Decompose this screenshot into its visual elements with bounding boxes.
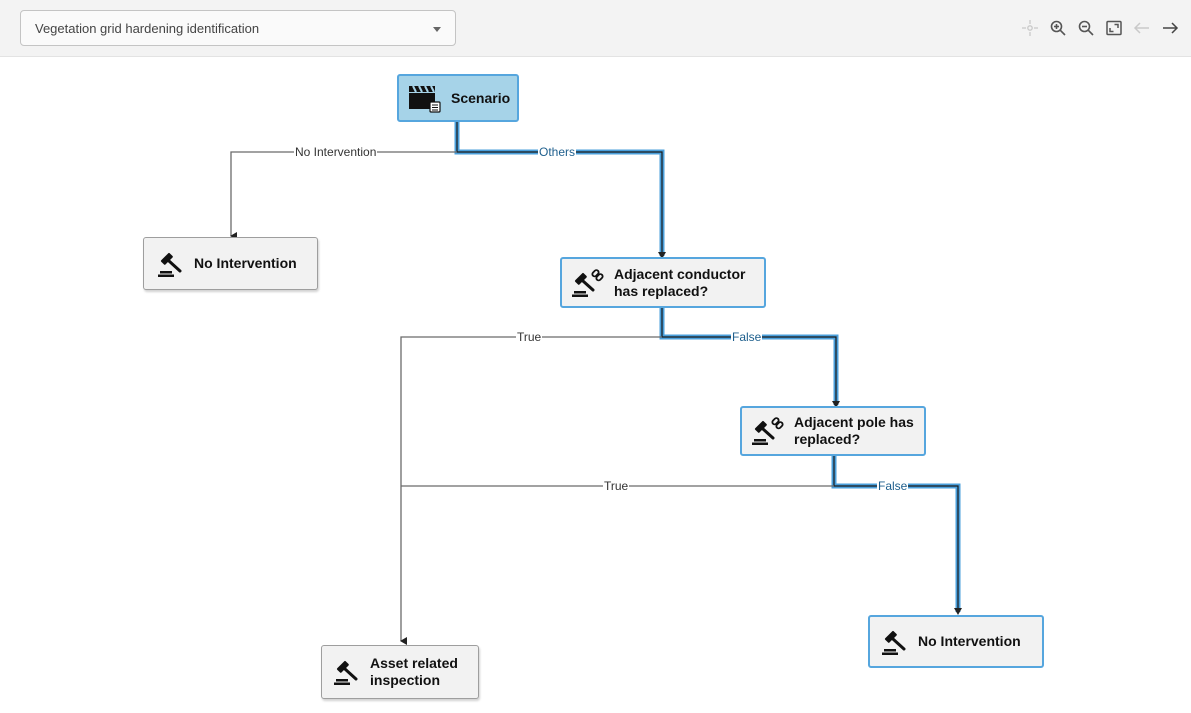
gavel-link-icon [752,417,784,445]
edge-label-true-2: True [603,479,630,493]
gavel-icon [882,629,908,655]
node-adjacent-pole-label: Adjacent pole has replaced? [794,414,914,447]
node-adjacent-conductor[interactable]: Adjacent conductor has replaced? [560,257,766,308]
node-no-intervention-right-label: No Intervention [918,633,1021,649]
back-arrow-icon[interactable] [1129,14,1155,42]
edge-label-others: Others [538,145,577,159]
node-asset-inspection[interactable]: Asset related inspection [321,645,479,699]
node-no-intervention-right[interactable]: No Intervention [868,615,1044,668]
edge-label-false-1: False [731,330,763,344]
zoom-in-icon[interactable] [1045,14,1071,42]
zoom-out-icon[interactable] [1073,14,1099,42]
gavel-link-icon [572,268,604,297]
edge-label-no-intervention: No Intervention [294,145,378,159]
edge-label-true-1: True [516,330,543,344]
scenario-select[interactable]: Vegetation grid hardening identification [20,10,456,46]
edge-label-false-2: False [877,479,909,493]
node-scenario[interactable]: Scenario [397,74,519,122]
node-asset-inspection-label: Asset related inspection [370,655,458,688]
node-no-intervention-left-label: No Intervention [194,255,297,271]
center-icon[interactable] [1017,14,1043,42]
gavel-icon [334,659,360,685]
view-controls [1017,14,1183,42]
node-adjacent-pole[interactable]: Adjacent pole has replaced? [740,406,926,456]
toolbar: Vegetation grid hardening identification [0,0,1191,57]
forward-arrow-icon[interactable] [1157,14,1183,42]
scenario-select-value: Vegetation grid hardening identification [35,21,260,36]
node-adjacent-conductor-label: Adjacent conductor has replaced? [614,265,746,299]
fit-view-icon[interactable] [1101,14,1127,42]
chevron-down-icon [433,27,441,32]
node-scenario-label: Scenario [451,89,511,106]
clapperboard-icon [407,83,441,113]
node-no-intervention-left[interactable]: No Intervention [143,237,318,290]
gavel-icon [158,251,184,277]
